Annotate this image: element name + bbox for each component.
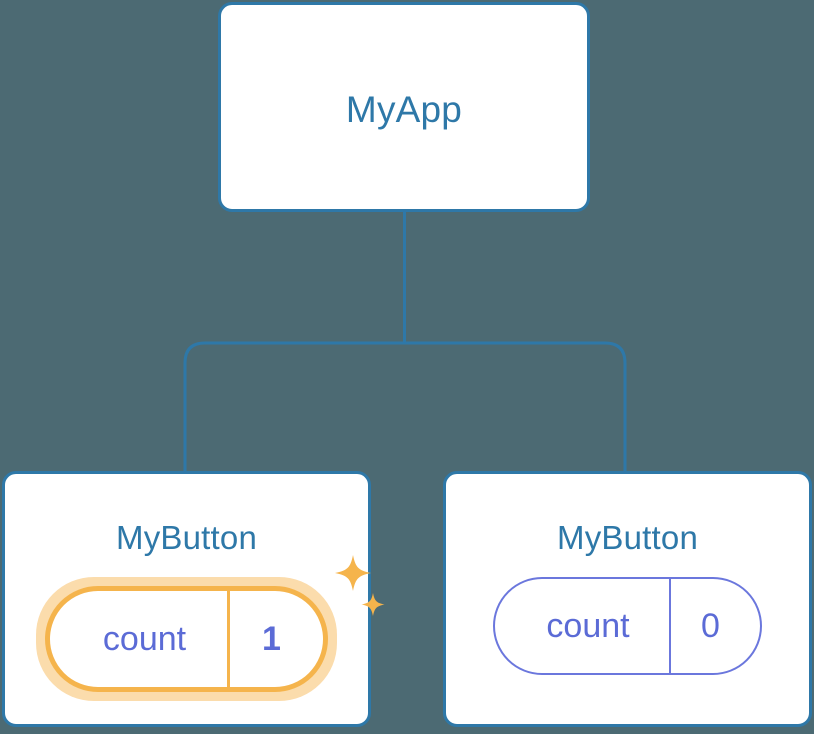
sparkles-group: [335, 555, 385, 616]
sparkle-large-icon: [335, 555, 371, 591]
prop-pill-wrap-left: count 1: [5, 555, 385, 701]
prop-value-right: 0: [669, 579, 760, 673]
prop-value-left: 1: [227, 591, 323, 687]
prop-key-right: count: [546, 606, 630, 645]
node-myapp[interactable]: MyApp: [218, 2, 590, 212]
connector-to-left-child: [183, 341, 405, 472]
node-mybutton-left[interactable]: MyButton count 1: [2, 471, 385, 727]
prop-pill-glow-ring: count 1: [36, 555, 385, 701]
sparkle-small-icon: [361, 593, 385, 616]
node-mybutton-left-title: MyButton: [116, 519, 257, 556]
node-mybutton-right-title: MyButton: [557, 519, 698, 556]
prop-pill-count-left[interactable]: count 1: [45, 586, 328, 692]
prop-pill-wrap-right: count 0: [446, 577, 809, 675]
connector-to-right-child: [404, 341, 627, 472]
node-myapp-title: MyApp: [345, 89, 463, 130]
prop-key-left: count: [102, 619, 187, 658]
node-mybutton-right[interactable]: MyButton count 0: [443, 471, 812, 727]
prop-pill-count-right[interactable]: count 0: [493, 577, 762, 675]
